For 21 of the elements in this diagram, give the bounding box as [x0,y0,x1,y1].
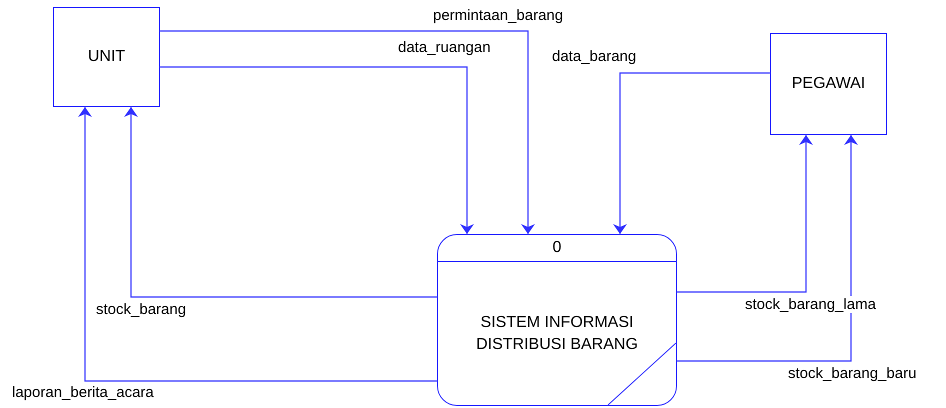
edge-label: stock_barang_lama [745,296,876,313]
process-name: SISTEM INFORMASI DISTRIBUSI BARANG [475,313,639,355]
edge-label: permintaan_barang [433,7,564,24]
edge-label: laporan_berita_acara [12,384,154,401]
arrow [78,107,437,382]
arrow [613,72,770,234]
arrow [160,66,474,234]
edge-label: data_barang [552,48,636,65]
edge-label: stock_barang_baru [788,365,916,382]
edge-label: data_ruangan [398,39,491,56]
entity-box [53,7,160,107]
arrow [160,30,535,234]
process-box [437,234,677,406]
arrow [677,135,858,362]
entity-name: UNIT [88,47,126,67]
arrow [677,135,813,293]
entity-name: PEGAWAI [792,74,866,94]
edge-label: stock_barang [96,301,186,318]
entity-box [770,33,887,135]
process-number: 0 [552,238,562,258]
arrow [124,107,437,298]
